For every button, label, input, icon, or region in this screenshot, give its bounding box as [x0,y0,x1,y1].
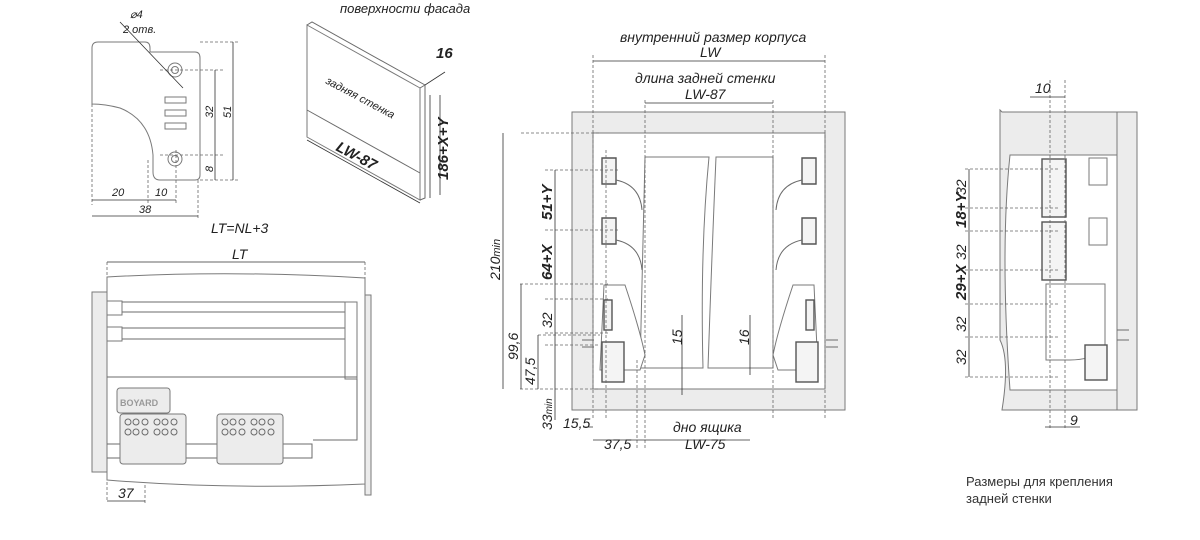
dim-32: 32 [204,106,216,118]
dim-20: 20 [111,187,125,199]
dim-18-y: 18+Y [953,191,970,228]
caption-line1: Размеры для крепления [966,474,1113,489]
dim-10: 10 [155,187,168,199]
dim-10: 10 [1035,80,1051,96]
dim-37-5: 37,5 [604,436,631,452]
dim-51: 51 [222,106,234,118]
drawer-side-view: LT BOYARD 37 [91,246,372,505]
hole-count-label: 2 отв. [122,24,156,36]
height-label: 186+X+Y [435,115,452,180]
back-wall-length-label: длина задней стенки [635,70,776,86]
dim-32-b: 32 [953,244,969,260]
dim-33-min: 33min [539,398,555,430]
offset-37: 37 [118,485,135,501]
dim-16: 16 [736,329,752,345]
bracket-view: ⌀4 2 отв. 32 51 8 20 10 38 LT=NL+3 [91,9,269,236]
dim-51-y: 51+Y [539,183,556,220]
lt-formula: LT=NL+3 [211,220,269,236]
dim-64-x: 64+X [539,244,556,280]
dim-47-5: 47,5 [522,358,538,385]
caption-line2: задней стенки [966,491,1052,506]
back-wall-view: поверхности фасада задняя стенка LW-87 1… [306,1,470,204]
dim-29-x: 29+X [953,264,970,301]
dim-32-d: 32 [953,349,969,365]
inner-size: LW [700,44,722,60]
dim-32-a: 32 [953,179,969,195]
thickness-label: 16 [436,45,453,62]
hole-diameter-label: ⌀4 [130,9,143,21]
dim-32-c: 32 [953,316,969,332]
front-view: внутренний размер корпуса LW длина задне… [487,29,846,452]
top-note: поверхности фасада [340,1,470,16]
back-wall-length: LW-87 [685,86,727,102]
lt-label: LT [232,246,249,262]
inner-size-label: внутренний размер корпуса [620,29,807,45]
dim-15-5: 15,5 [563,415,590,431]
dim-8: 8 [204,165,216,172]
mounting-view: 10 32 18+Y 32 29+X 32 32 9 Размеры для к… [953,80,1138,506]
dim-38: 38 [139,204,152,216]
hole-pattern [124,418,275,436]
dim-99-6: 99,6 [505,333,521,360]
bottom-label: дно ящика [673,419,742,435]
dim-9: 9 [1070,412,1078,428]
height-210-min: 210min [487,239,503,281]
boyard-logo: BOYARD [120,398,159,408]
dim-32: 32 [539,312,555,328]
dim-15: 15 [669,329,685,345]
bottom-length: LW-75 [685,436,726,452]
